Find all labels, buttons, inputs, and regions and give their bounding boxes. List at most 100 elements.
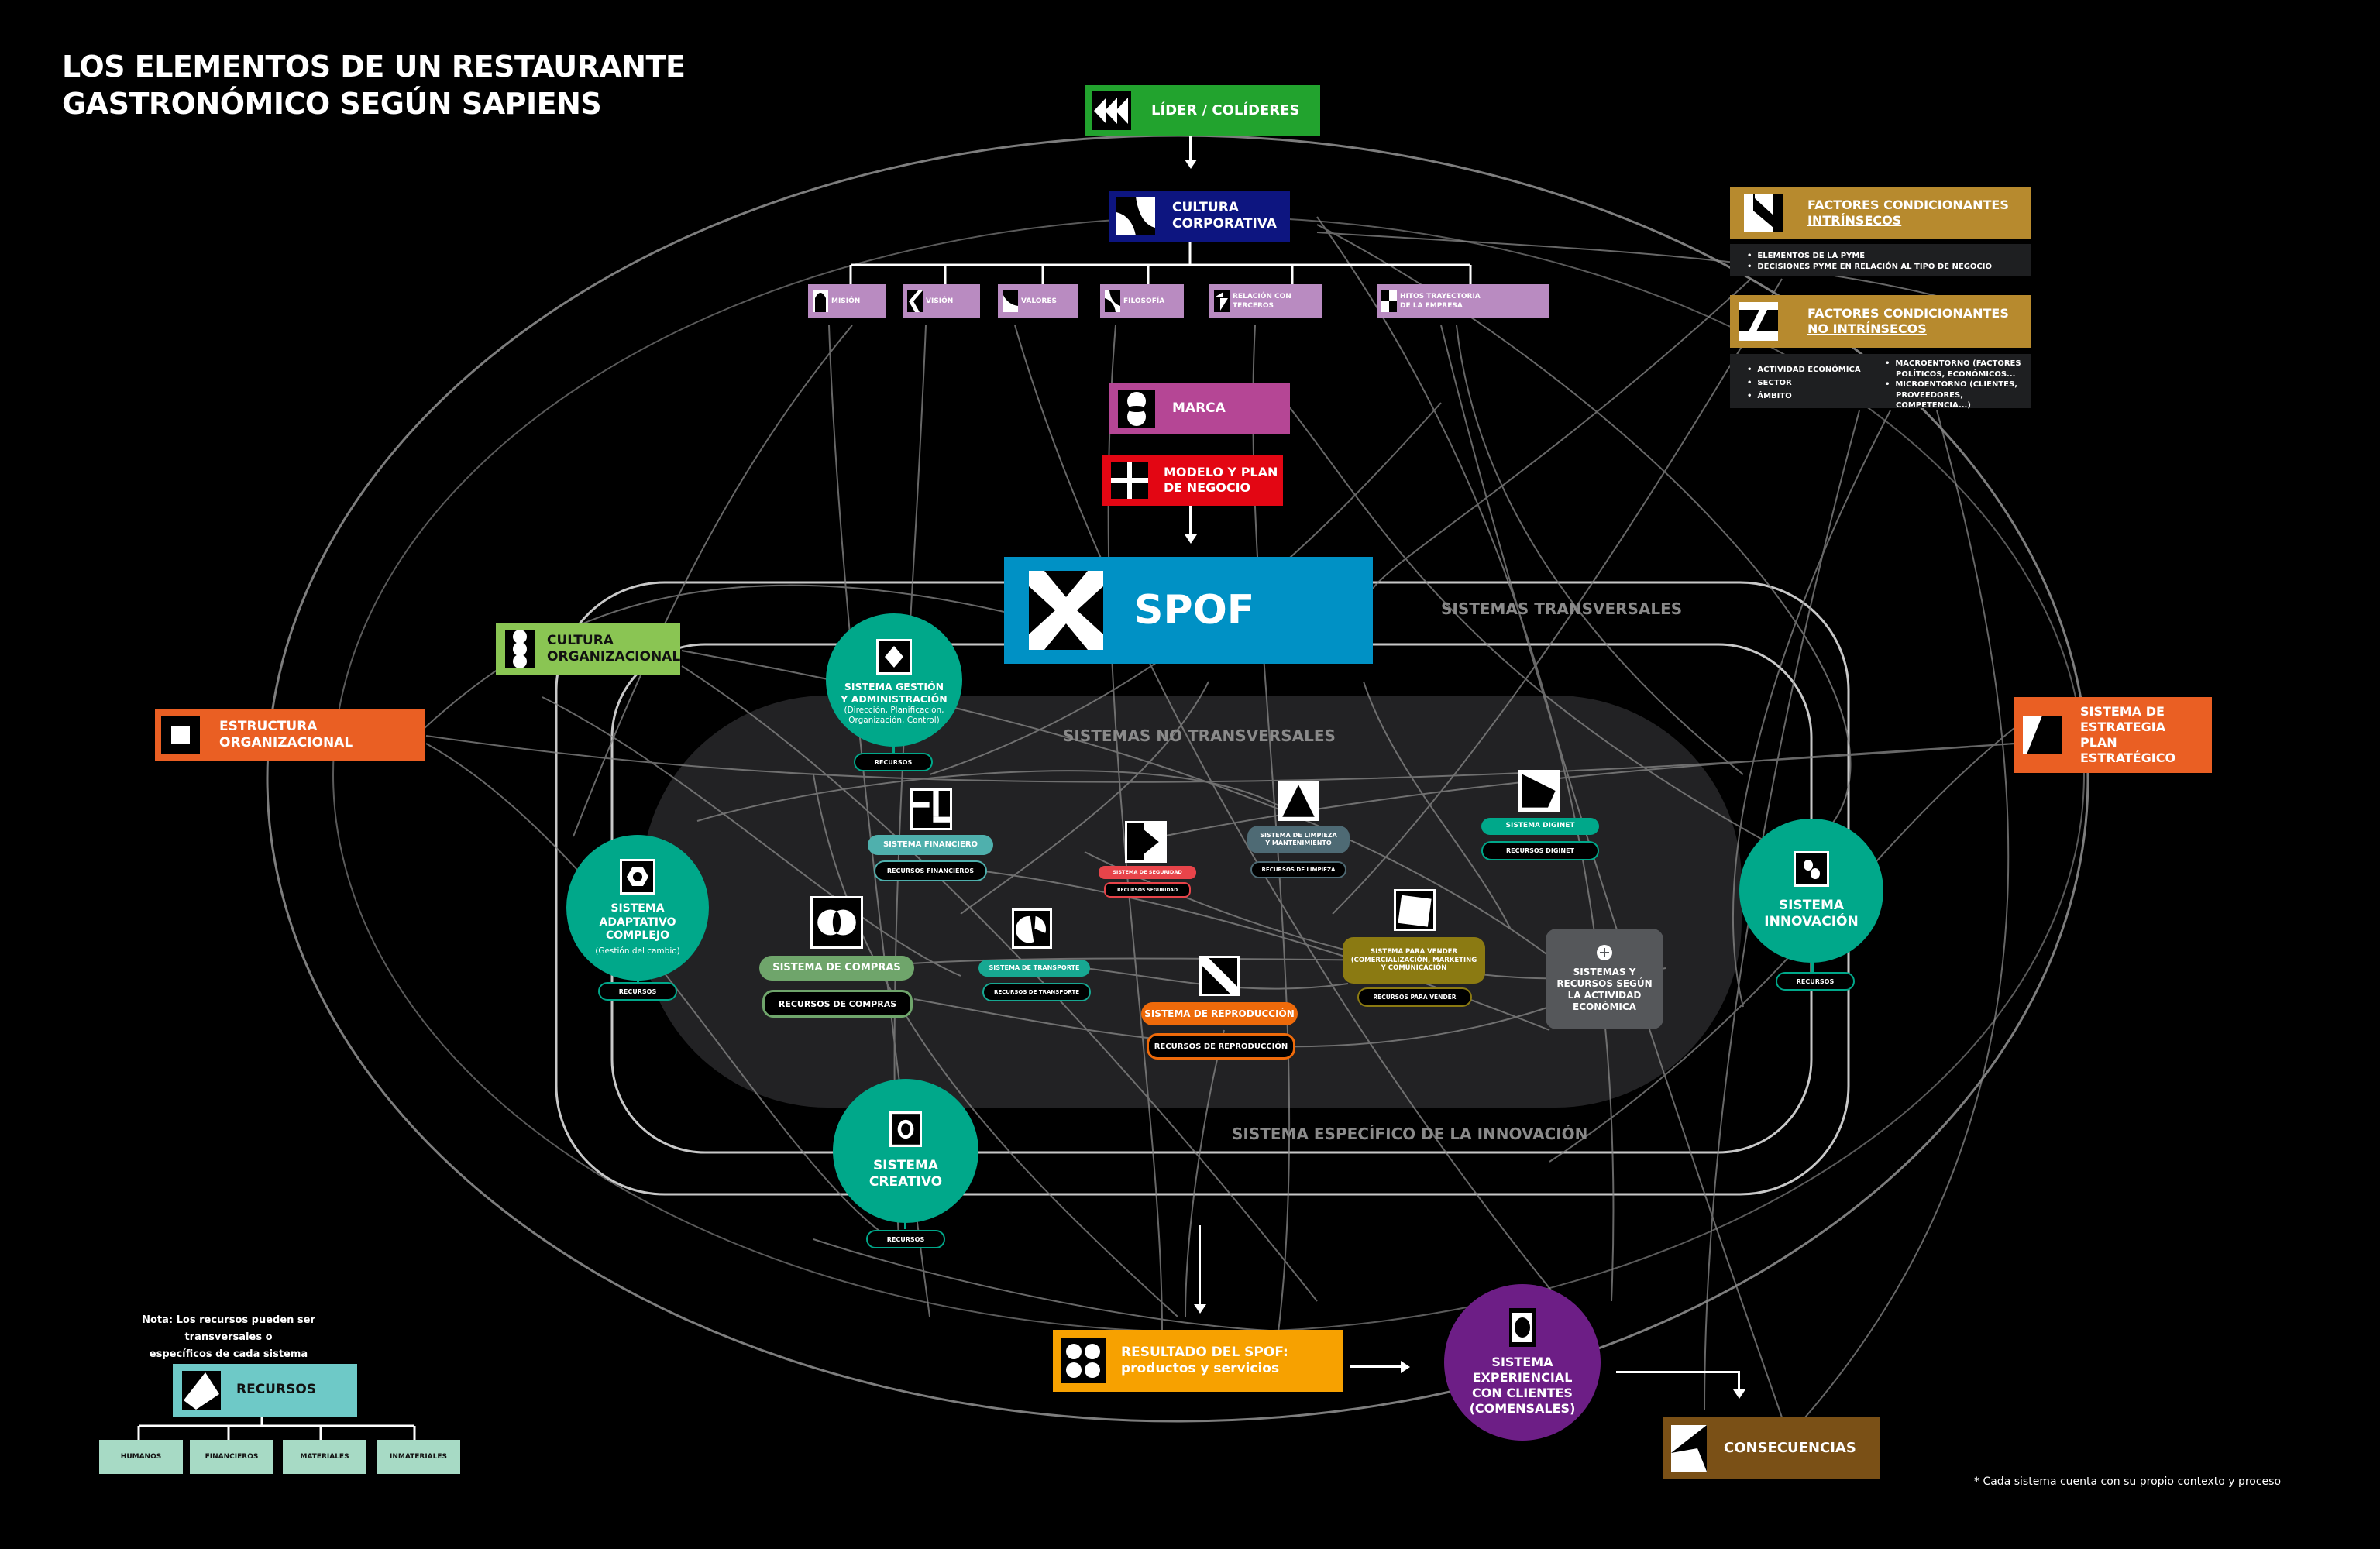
triple-chevron-left-icon — [1092, 91, 1131, 130]
limpieza-line2: Y MANTENIMIENTO — [1265, 840, 1332, 847]
cross-icon — [1111, 462, 1148, 499]
arrow-lider-to-cultura — [1189, 136, 1192, 163]
recursos-vender-pill[interactable]: RECURSOS PARA VENDER — [1357, 987, 1472, 1007]
sistemas-actividad-economica-box[interactable]: SISTEMAS Y RECURSOS SEGÚN LA ACTIVIDAD E… — [1546, 929, 1663, 1029]
recursos-diginet-pill[interactable]: RECURSOS DIGINET — [1481, 841, 1599, 860]
n-shape-icon — [1744, 194, 1783, 232]
eye-circle-icon — [1118, 390, 1155, 428]
arrow-experiencial-to-consecuencias-down — [1738, 1371, 1740, 1391]
sistema-compras-pill[interactable]: SISTEMA DE COMPRAS — [759, 956, 914, 981]
sistema-experiencial-circle[interactable]: SISTEMA EXPERIENCIAL CON CLIENTES (COMEN… — [1444, 1284, 1601, 1441]
innovacion-recursos-pill[interactable]: RECURSOS — [1776, 972, 1855, 991]
actividad-line2: RECURSOS SEGÚN — [1556, 978, 1653, 989]
connection-line — [1804, 410, 2010, 1418]
connection-line — [1456, 325, 1744, 775]
vender-line3: Y COMUNICACIÓN — [1381, 964, 1447, 973]
footnote: * Cada sistema cuenta con su propio cont… — [1974, 1475, 2282, 1488]
recursos-limpieza-pill[interactable]: RECURSOS DE LIMPIEZA — [1250, 861, 1346, 878]
value-box-valores[interactable]: VALORES — [998, 284, 1078, 318]
sistema-financiero-pill[interactable]: SISTEMA FINANCIERO — [868, 835, 993, 855]
recursos-legend-box[interactable]: RECURSOS — [173, 1364, 357, 1417]
diamond-icon — [876, 639, 912, 675]
sistema-adaptativo-circle[interactable]: SISTEMA ADAPTATIVO COMPLEJO (Gestión del… — [566, 835, 709, 981]
recursos-child-humanos[interactable]: HUMANOS — [99, 1440, 183, 1474]
recursos-child-inmateriales[interactable]: INMATERIALES — [377, 1440, 460, 1474]
recursos-transporte-pill[interactable]: RECURSOS DE TRANSPORTE — [982, 983, 1091, 1001]
sistema-creativo-circle[interactable]: SISTEMA CREATIVO — [833, 1079, 978, 1223]
vender-line2: (COMERCIALIZACIÓN, MARKETING — [1350, 956, 1477, 964]
recursos-child-materiales[interactable]: MATERIALES — [283, 1440, 366, 1474]
sistema-innovacion-circle[interactable]: SISTEMA INNOVACIÓN — [1739, 819, 1883, 963]
estructura-organizacional-box[interactable]: ESTRUCTURA ORGANIZACIONAL — [155, 709, 425, 761]
adaptativo-recursos-pill[interactable]: RECURSOS — [598, 982, 677, 1001]
l-blocks-icon — [910, 788, 952, 830]
recursos-compras-pill[interactable]: RECURSOS DE COMPRAS — [762, 990, 913, 1018]
connection-line — [425, 735, 2015, 783]
sistema-gestion-circle[interactable]: SISTEMA GESTIÓN Y ADMINISTRACIÓN (Direcc… — [826, 613, 962, 747]
actividad-line1: SISTEMAS Y — [1573, 967, 1636, 977]
plus-circle-icon — [1597, 945, 1612, 960]
gestion-line1: SISTEMA GESTIÓN — [844, 681, 944, 693]
recursos-reproduccion-pill[interactable]: RECURSOS DE REPRODUCCIÓN — [1147, 1033, 1295, 1060]
innovacion-line1: SISTEMA — [1778, 897, 1845, 913]
estrategia-line2: ESTRATEGIA — [2080, 720, 2166, 734]
factores-no-intrinsecos-line2: NO INTRÍNSECOS — [1807, 321, 1927, 336]
connection-line — [1316, 216, 1615, 1302]
sistema-reproduccion-pill[interactable]: SISTEMA DE REPRODUCCIÓN — [1141, 1002, 1298, 1025]
sistema-diginet-pill[interactable]: SISTEMA DIGINET — [1481, 818, 1599, 835]
recursos-financieros-pill[interactable]: RECURSOS FINANCIEROS — [874, 860, 987, 881]
title-line-2: GASTRONÓMICO SEGÚN SAPIENS — [62, 87, 602, 121]
value-box-mision[interactable]: MISIÓN — [808, 284, 886, 318]
sistema-limpieza-pill[interactable]: SISTEMA DE LIMPIEZA Y MANTENIMIENTO — [1247, 826, 1350, 853]
lider-box[interactable]: LÍDER / COLÍDERES — [1085, 85, 1320, 136]
modelo-negocio-box[interactable]: MODELO Y PLAN DE NEGOCIO — [1102, 455, 1283, 506]
connection-line — [1363, 681, 1512, 930]
value-box-relacion-terceros[interactable]: RELACIÓN CON TERCEROS — [1209, 284, 1322, 318]
no-intrinseco-item: • MACROENTORNO (FACTORES — [1885, 359, 2021, 368]
no-intrinseco-item: • SECTOR — [1747, 379, 1792, 387]
resultado-spof-box[interactable]: RESULTADO DEL SPOF: productos y servicio… — [1053, 1330, 1343, 1392]
factores-no-intrinsecos-box[interactable]: FACTORES CONDICIONANTES NO INTRÍNSECOS — [1730, 295, 2031, 348]
cultura-organizacional-box[interactable]: CULTURA ORGANIZACIONAL — [496, 623, 680, 675]
sistema-seguridad-pill[interactable]: SISTEMA DE SEGURIDAD — [1099, 866, 1196, 879]
connection-line — [681, 665, 1318, 1302]
resultado-line1: RESULTADO DEL SPOF: — [1121, 1344, 1288, 1360]
legend-note-line2: específicos de cada sistema — [149, 1348, 308, 1360]
modelo-line2: DE NEGOCIO — [1164, 480, 1251, 495]
recursos-seguridad-pill[interactable]: RECURSOS SEGURIDAD — [1104, 882, 1191, 898]
factores-intrinsecos-box[interactable]: FACTORES CONDICIONANTES INTRÍNSECOS — [1730, 187, 2031, 239]
wave-icon — [1003, 290, 1018, 312]
label-sistema-especifico-innovacion: SISTEMA ESPECÍFICO DE LA INNOVACIÓN — [1232, 1125, 1588, 1143]
arrow-modelo-to-spof — [1189, 506, 1192, 537]
cultura-organizacional-line2: ORGANIZACIONAL — [547, 649, 681, 665]
no-intrinseco-left-list: • ACTIVIDAD ECONÓMICA • SECTOR • ÁMBITO — [1747, 363, 1861, 403]
spof-box[interactable]: SPOF — [1004, 557, 1373, 664]
creativo-recursos-pill[interactable]: RECURSOS — [866, 1230, 945, 1248]
factores-no-intrinsecos-detail: • ACTIVIDAD ECONÓMICA • SECTOR • ÁMBITO … — [1730, 354, 2031, 411]
label-sistemas-transversales: SISTEMAS TRANSVERSALES — [1441, 599, 1683, 618]
value-box-vision[interactable]: VISIÓN — [903, 284, 980, 318]
gestion-recursos-pill[interactable]: RECURSOS — [854, 753, 933, 771]
modelo-line1: MODELO Y PLAN — [1164, 465, 1278, 479]
legend-note-line1: Nota: Los recursos pueden ser transversa… — [142, 1314, 315, 1343]
estrategia-box[interactable]: SISTEMA DE ESTRATEGIA PLAN ESTRATÉGICO — [2014, 697, 2212, 773]
marca-box[interactable]: MARCA — [1109, 383, 1290, 434]
sistema-transporte-pill[interactable]: SISTEMA DE TRANSPORTE — [978, 960, 1090, 977]
connection-line — [542, 696, 961, 977]
consecuencias-box[interactable]: CONSECUENCIAS — [1663, 1417, 1880, 1479]
no-intrinseco-right-list: • MACROENTORNO (FACTORES POLÍTICOS, ECON… — [1885, 359, 2031, 411]
spof-label: SPOF — [1134, 586, 1255, 634]
connection-line — [681, 650, 1566, 969]
value-label-filosofia: FILOSOFÍA — [1123, 297, 1165, 305]
actividad-line4: ECONÓMICA — [1573, 1001, 1636, 1012]
value-box-filosofia[interactable]: FILOSOFÍA — [1100, 284, 1184, 318]
cultura-corporativa-box[interactable]: CULTURA CORPORATIVA — [1109, 191, 1290, 242]
sistema-vender-pill[interactable]: SISTEMA PARA VENDER (COMERCIALIZACIÓN, M… — [1343, 937, 1485, 984]
gestion-line2: Y ADMINISTRACIÓN — [841, 692, 948, 705]
resultado-line2: productos y servicios — [1121, 1361, 1280, 1376]
recursos-child-financieros[interactable]: FINANCIEROS — [190, 1440, 273, 1474]
cultura-corporativa-line1: CULTURA — [1172, 199, 1239, 215]
two-dots-icon — [1794, 850, 1829, 887]
